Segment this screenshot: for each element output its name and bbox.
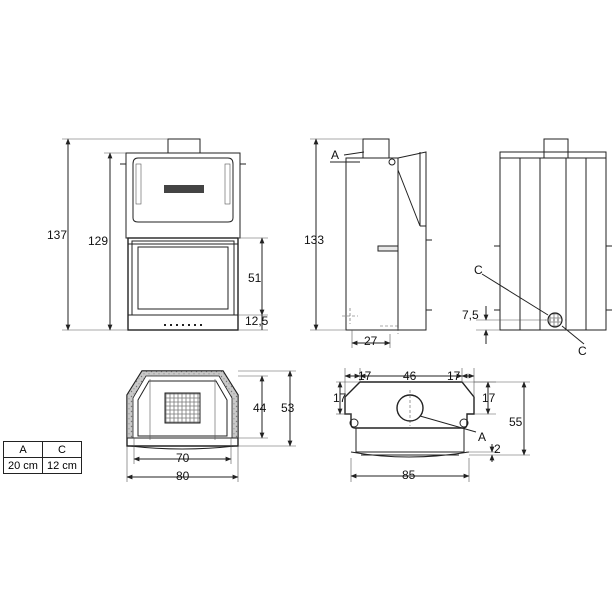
ash-vents [164,324,202,326]
dim-small: 2 [494,442,501,456]
dim-base-height: 12,5 [245,314,269,328]
legend-header-row: A C [3,441,82,458]
dim-inner-width: 70 [176,451,190,465]
dim-overall-height: 137 [47,228,67,242]
top-view: A 17 46 17 17 17 55 2 85 [333,368,530,482]
dim-inner-depth: 44 [253,401,267,415]
dim-width: 85 [402,468,416,482]
dim-door-height: 51 [248,271,262,285]
label-c-bottom: C [578,344,587,358]
dim-outlet-height: 7,5 [462,308,479,322]
top-plan-view: 70 80 44 53 [126,370,296,483]
side-view: A 133 27 [304,138,432,348]
dim-left-side: 17 [333,391,347,405]
label-a-side: A [331,148,339,162]
grate [164,392,201,424]
legend-header-a: A [3,441,43,458]
front-view: 137 129 51 12,5 [47,138,269,331]
dim-body-height: 129 [88,234,108,248]
dim-depth-offset: 27 [364,334,378,348]
dim-depth: 55 [509,415,523,429]
legend-header-c: C [42,441,82,458]
dim-left-offset: 17 [358,369,372,383]
dim-right-side: 17 [482,391,496,405]
dim-side-height: 133 [304,233,324,247]
logo-plate [164,185,204,193]
legend-value-row: 20 cm 12 cm [3,457,82,474]
dimension-legend-table: A C 20 cm 12 cm [3,441,82,474]
dim-center: 46 [403,369,417,383]
legend-value-c: 12 cm [42,457,82,474]
label-a-top: A [478,430,486,444]
back-view: C C 7,5 [462,138,612,358]
dim-right-offset: 17 [447,369,461,383]
label-c-top: C [474,263,483,277]
legend-value-a: 20 cm [3,457,43,474]
dim-outer-width: 80 [176,469,190,483]
dim-outer-depth: 53 [281,401,295,415]
